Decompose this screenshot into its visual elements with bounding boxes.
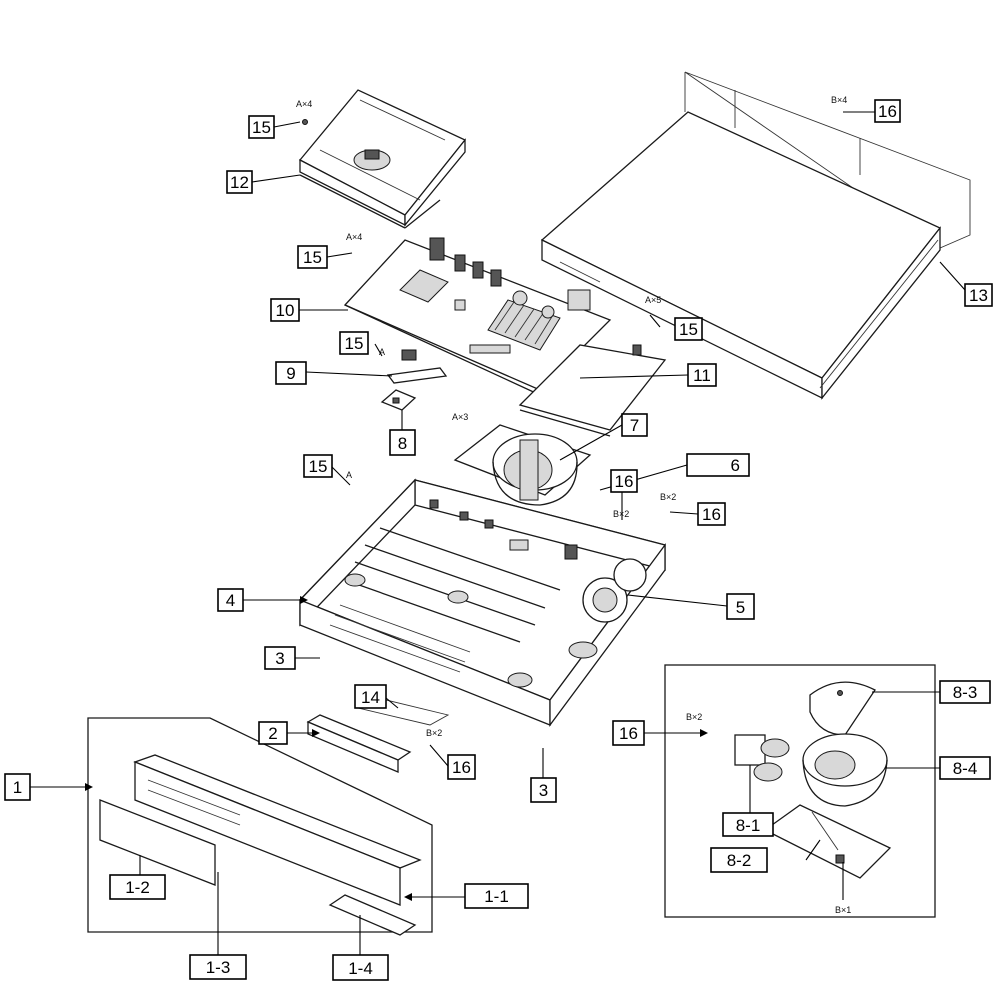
- svg-text:15: 15: [252, 118, 271, 137]
- svg-text:16: 16: [452, 758, 471, 777]
- screw-note-ax3: A×3: [452, 412, 468, 422]
- label-14: 14: [354, 684, 387, 709]
- screw-note-bx1: B×1: [835, 905, 851, 915]
- svg-text:8-2: 8-2: [727, 851, 752, 870]
- label-15-board: 15: [297, 245, 328, 269]
- svg-text:1-2: 1-2: [125, 878, 150, 897]
- main-chassis: [298, 478, 667, 727]
- screw-note-ax5: A×5: [645, 295, 661, 305]
- label-12: 12: [226, 170, 253, 194]
- label-15-top: 15: [248, 115, 275, 139]
- leader-lines: [30, 111, 966, 955]
- leader-arrowheads: [85, 596, 708, 901]
- screw-note-bx2-right: B×2: [660, 492, 676, 502]
- svg-text:13: 13: [969, 286, 988, 305]
- label-15-a: 15: [339, 331, 369, 355]
- svg-text:16: 16: [878, 102, 897, 121]
- svg-text:7: 7: [630, 416, 639, 435]
- label-16-bx2: 16: [610, 469, 638, 493]
- svg-text:10: 10: [276, 301, 295, 320]
- part-labels: 15 12 16 15 13 10 15 15 9 11 7 8 6 15 16…: [4, 99, 993, 981]
- svg-text:16: 16: [619, 724, 638, 743]
- label-8-1: 8-1: [722, 812, 774, 837]
- power-board: [518, 344, 667, 437]
- screw-note-bx2-6: B×2: [613, 509, 629, 519]
- label-2: 2: [258, 721, 288, 745]
- svg-text:1-3: 1-3: [206, 958, 231, 977]
- label-16-front: 16: [447, 754, 476, 780]
- small-board-parts: [380, 349, 448, 411]
- svg-text:1-1: 1-1: [484, 887, 509, 906]
- screw-note-ax4-board: A×4: [346, 232, 362, 242]
- svg-text:8: 8: [398, 434, 407, 453]
- svg-text:15: 15: [345, 334, 364, 353]
- screw-note-a-9: A: [379, 347, 385, 357]
- svg-text:11: 11: [693, 366, 711, 385]
- label-11: 11: [687, 363, 717, 387]
- screw-note-bx4: B×4: [831, 95, 847, 105]
- svg-text:14: 14: [361, 688, 380, 707]
- label-8-3: 8-3: [939, 680, 991, 704]
- svg-text:12: 12: [230, 173, 249, 192]
- label-3-left: 3: [264, 646, 296, 670]
- label-16-8: 16: [612, 720, 645, 746]
- fan-assembly-detail: [664, 664, 936, 918]
- svg-text:8-3: 8-3: [953, 683, 978, 702]
- svg-text:1: 1: [13, 778, 22, 797]
- screw-note-a-4: A: [346, 470, 352, 480]
- main-board: [343, 237, 612, 396]
- svg-text:15: 15: [679, 320, 698, 339]
- svg-text:3: 3: [275, 649, 284, 668]
- svg-text:4: 4: [226, 591, 235, 610]
- svg-text:16: 16: [615, 472, 634, 491]
- screw-note-bx2-front: B×2: [426, 728, 442, 738]
- label-3-right: 3: [530, 777, 557, 803]
- screw-note-ax4-top: A×4: [296, 99, 312, 109]
- screw-notes: A×4 A×4 A×5 A A×3 A B×4 B×2 B×2 B×2 B×2 …: [296, 95, 851, 915]
- label-1-4: 1-4: [332, 954, 389, 981]
- svg-text:6: 6: [731, 456, 740, 475]
- svg-text:16: 16: [702, 505, 721, 524]
- transformer-assembly: [453, 424, 592, 506]
- label-9: 9: [275, 361, 307, 385]
- label-1: 1: [4, 773, 31, 801]
- label-10: 10: [270, 298, 300, 322]
- svg-text:1-4: 1-4: [348, 959, 373, 978]
- label-1-2: 1-2: [109, 874, 166, 900]
- svg-text:8-4: 8-4: [953, 759, 978, 778]
- label-8-2: 8-2: [710, 847, 768, 873]
- front-panel-assembly: [87, 697, 450, 936]
- label-5: 5: [726, 593, 755, 620]
- label-16-right: 16: [697, 502, 726, 526]
- label-13: 13: [964, 283, 993, 307]
- svg-text:15: 15: [303, 248, 322, 267]
- label-15-ax5: 15: [674, 317, 703, 341]
- disc-loader-mechanism: [298, 89, 467, 229]
- screw-note-bx2-8: B×2: [686, 712, 702, 722]
- label-6: 6: [686, 453, 750, 477]
- svg-text:9: 9: [286, 364, 295, 383]
- label-7: 7: [621, 413, 648, 437]
- label-1-3: 1-3: [189, 954, 247, 980]
- svg-text:15: 15: [309, 457, 328, 476]
- svg-text:5: 5: [736, 598, 745, 617]
- label-1-1: 1-1: [464, 883, 529, 909]
- svg-text:8-1: 8-1: [736, 816, 761, 835]
- label-8-4: 8-4: [939, 756, 991, 780]
- svg-text:3: 3: [539, 781, 548, 800]
- label-8: 8: [389, 429, 416, 456]
- svg-text:2: 2: [268, 724, 277, 743]
- label-4: 4: [217, 588, 244, 612]
- label-15-chassis: 15: [303, 454, 333, 478]
- label-16-top: 16: [874, 99, 901, 123]
